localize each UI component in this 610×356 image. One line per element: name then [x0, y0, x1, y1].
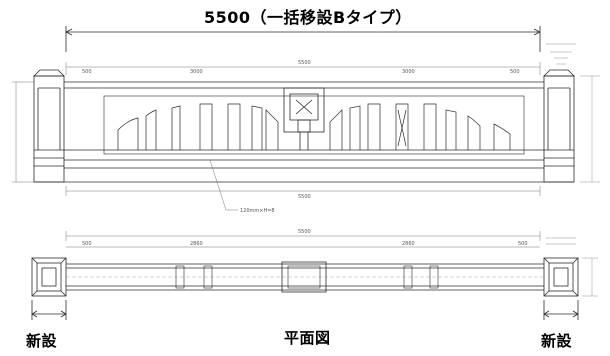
plan-view-caption: 平面図: [284, 329, 331, 347]
elevation-note: 120mm×H=8: [240, 208, 275, 214]
elevation-total-dim-text: 5500: [298, 60, 311, 66]
plan-seg-dim-4: 500: [518, 241, 528, 247]
plan-seg-dim-3: 2860: [402, 241, 415, 247]
slats-left: [117, 103, 279, 150]
inner-panel-frame: [103, 95, 525, 155]
elevation-seg-dim-4: 500: [510, 69, 520, 75]
plan-seg-dim-1: 500: [82, 241, 92, 247]
center-box-plan: [281, 261, 327, 293]
right-new-label: 新設: [541, 332, 573, 350]
right-post-elevation: [543, 69, 575, 183]
left-new-label: 新設: [26, 332, 58, 350]
plan-seg-dim-2: 2860: [190, 241, 203, 247]
plan-total-dim-text: 5500: [298, 229, 311, 235]
center-box-elevation: [283, 87, 325, 150]
elevation-seg-dim-3: 3000: [402, 69, 415, 75]
elevation-seg-dim-1: 500: [82, 69, 92, 75]
drawing-title: 5500（一括移設Bタイプ）: [204, 8, 412, 27]
left-post-elevation: [33, 69, 65, 183]
elevation-bottom-dim-text: 5500: [298, 194, 311, 200]
slats-right: [329, 103, 511, 150]
left-post-plan: [31, 257, 67, 297]
right-post-plan: [543, 257, 579, 297]
elevation-seg-dim-2: 3000: [190, 69, 203, 75]
